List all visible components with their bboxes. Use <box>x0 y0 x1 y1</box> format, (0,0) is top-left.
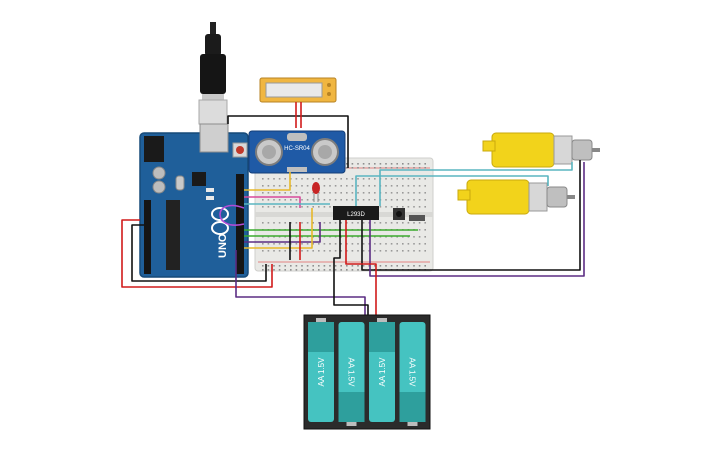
wire-purple-motor-2 <box>369 162 585 277</box>
wire-purple-battery <box>235 250 366 315</box>
push-button[interactable] <box>393 208 405 220</box>
battery-pack[interactable]: AA 1.5V AA 1.5V AA 1.5V AA 1.5V <box>303 314 431 430</box>
wire-red-battery <box>345 220 377 315</box>
led-component[interactable] <box>312 182 320 202</box>
wire-cyan-motor-1 <box>355 175 549 206</box>
wire-red-power-left <box>121 219 273 288</box>
lcd-display[interactable] <box>259 77 337 103</box>
wire-black-battery <box>333 220 369 315</box>
battery-cell: AA 1.5V <box>369 318 395 422</box>
battery-cell-label: AA 1.5V <box>378 357 387 387</box>
ultrasonic-sensor[interactable]: HC-SR04 <box>248 130 346 174</box>
battery-cell: AA 1.5V <box>338 322 365 426</box>
dc-motor-2[interactable] <box>457 179 575 215</box>
motor-driver-chip[interactable]: L293D <box>333 206 379 220</box>
wire-purple-1 <box>244 222 321 243</box>
arduino-brand-label: UNO <box>217 233 229 258</box>
wire-orange-1 <box>244 208 313 249</box>
wire-cyan-motor-2 <box>379 162 573 206</box>
wire-black-motor-1 <box>361 160 581 271</box>
sensor-label: HC-SR04 <box>284 146 310 152</box>
driver-label: L293D <box>347 212 365 218</box>
arduino-logo-icon <box>211 207 229 235</box>
arduino-uno-board[interactable]: UNO <box>139 123 249 278</box>
dc-motor-1[interactable] <box>482 132 600 168</box>
wire-yellow-1 <box>244 172 291 191</box>
battery-cell-label: AA 1.5V <box>347 358 356 388</box>
battery-cell-label: AA 1.5V <box>317 357 326 387</box>
wire-black-power-left <box>131 224 267 282</box>
battery-cell-label: AA 1.5V <box>408 358 417 388</box>
usb-cable <box>198 22 228 125</box>
battery-cell: AA 1.5V <box>399 322 426 426</box>
wire-magenta-loop <box>219 204 245 226</box>
battery-cell: AA 1.5V <box>308 318 334 422</box>
wire-black-lcd <box>227 115 349 168</box>
slide-switch[interactable] <box>409 215 425 221</box>
wires <box>121 102 585 315</box>
